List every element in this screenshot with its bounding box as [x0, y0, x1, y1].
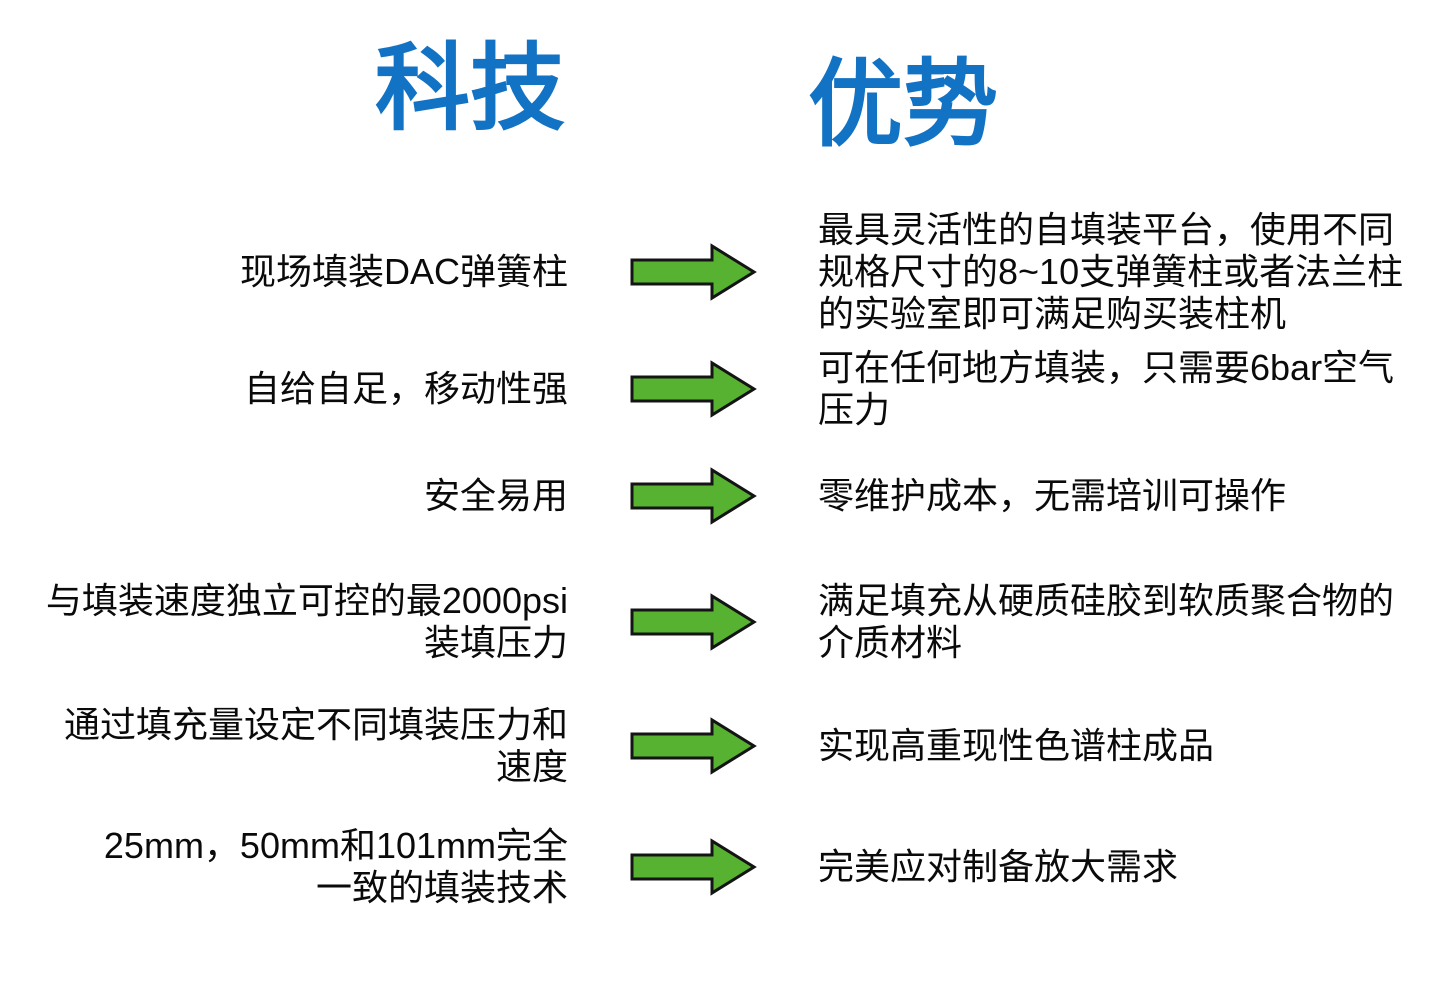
advantage-text-line: 满足填充从硬质硅胶到软质聚合物的	[818, 580, 1395, 621]
advantage-text: 实现高重现性色谱柱成品	[818, 725, 1438, 767]
feature-row: 安全易用 零维护成本，无需培训可操作	[0, 467, 1441, 525]
tech-label-line: 装填压力	[423, 622, 568, 663]
advantage-text-line: 实现高重现性色谱柱成品	[818, 725, 1215, 766]
advantage-text: 完美应对制备放大需求	[818, 846, 1438, 888]
feature-row: 与填装速度独立可控的最2000psi 装填压力 满足填充从硬质硅胶到软质聚合物的…	[0, 580, 1441, 664]
arrow-cell	[568, 243, 818, 301]
advantage-text: 满足填充从硬质硅胶到软质聚合物的 介质材料	[818, 580, 1438, 664]
arrow-cell	[568, 467, 818, 525]
advantage-text: 可在任何地方填装，只需要6bar空气 压力	[818, 347, 1438, 431]
feature-row: 自给自足，移动性强 可在任何地方填装，只需要6bar空气 压力	[0, 347, 1441, 431]
tech-label-line: 现场填装DAC弹簧柱	[239, 251, 568, 292]
tech-label-line: 通过填充量设定不同填装压力和	[63, 704, 568, 745]
advantage-text-line: 的实验室即可满足购买装柱机	[818, 293, 1287, 334]
tech-label: 25mm，50mm和101mm完全 一致的填装技术	[0, 825, 568, 909]
right-arrow-shape	[630, 467, 757, 525]
arrow-cell	[568, 838, 818, 896]
right-arrow-icon	[630, 717, 757, 775]
feature-row: 现场填装DAC弹簧柱 最具灵活性的自填装平台，使用不同 规格尺寸的8~10支弹簧…	[0, 209, 1441, 335]
right-arrow-icon	[630, 243, 757, 301]
advantage-text-line: 可在任何地方填装，只需要6bar空气	[818, 347, 1395, 388]
tech-label-line: 与填装速度独立可控的最2000psi	[45, 580, 568, 621]
right-arrow-shape	[630, 243, 757, 301]
right-arrow-shape	[630, 717, 757, 775]
column-header-tech: 科技	[374, 36, 566, 142]
feature-row: 25mm，50mm和101mm完全 一致的填装技术 完美应对制备放大需求	[0, 825, 1441, 909]
tech-label: 与填装速度独立可控的最2000psi 装填压力	[0, 580, 568, 664]
arrow-cell	[568, 717, 818, 775]
advantage-text-line: 介质材料	[818, 622, 963, 663]
right-arrow-icon	[630, 467, 757, 525]
tech-label-line: 25mm，50mm和101mm完全	[103, 825, 568, 866]
column-header-advantage: 优势	[807, 52, 999, 158]
tech-label-line: 一致的填装技术	[315, 867, 568, 908]
feature-row: 通过填充量设定不同填装压力和 速度 实现高重现性色谱柱成品	[0, 704, 1441, 788]
advantage-text: 最具灵活性的自填装平台，使用不同 规格尺寸的8~10支弹簧柱或者法兰柱 的实验室…	[818, 209, 1438, 335]
tech-label: 通过填充量设定不同填装压力和 速度	[0, 704, 568, 788]
tech-label-line: 自给自足，移动性强	[243, 368, 568, 409]
advantage-text-line: 零维护成本，无需培训可操作	[818, 475, 1287, 516]
right-arrow-icon	[630, 360, 757, 418]
advantage-text: 零维护成本，无需培训可操作	[818, 475, 1438, 517]
advantage-text-line: 最具灵活性的自填装平台，使用不同	[818, 209, 1395, 250]
right-arrow-shape	[630, 593, 757, 651]
advantage-text-line: 压力	[818, 389, 891, 430]
tech-label: 自给自足，移动性强	[0, 368, 568, 410]
tech-label-line: 安全易用	[423, 475, 568, 516]
right-arrow-shape	[630, 360, 757, 418]
tech-label-line: 速度	[495, 746, 568, 787]
right-arrow-icon	[630, 593, 757, 651]
tech-label: 安全易用	[0, 475, 568, 517]
tech-label: 现场填装DAC弹簧柱	[0, 251, 568, 293]
advantage-text-line: 完美应对制备放大需求	[818, 846, 1179, 887]
arrow-cell	[568, 360, 818, 418]
advantage-text-line: 规格尺寸的8~10支弹簧柱或者法兰柱	[818, 251, 1404, 292]
arrow-cell	[568, 593, 818, 651]
right-arrow-icon	[630, 838, 757, 896]
right-arrow-shape	[630, 838, 757, 896]
